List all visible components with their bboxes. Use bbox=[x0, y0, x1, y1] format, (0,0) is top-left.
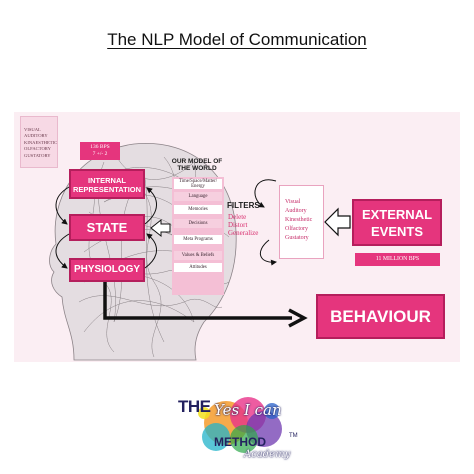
filters-title: FILTERS bbox=[227, 201, 260, 210]
loop-arrow-left bbox=[55, 186, 70, 225]
model-title-line1: OUR MODEL OF bbox=[171, 158, 223, 165]
external-events-line2: EVENTS bbox=[370, 224, 423, 239]
modalities-list: VISUAL AUDITORY KINAESTHETIC OLFACTORY G… bbox=[20, 116, 58, 168]
logo-trademark: TM bbox=[289, 433, 298, 439]
filter-loop-arrow bbox=[254, 179, 277, 208]
filter-loop-arrow bbox=[259, 239, 277, 266]
external-events-block: EXTERNAL EVENTS bbox=[352, 199, 442, 246]
state-block: STATE bbox=[69, 214, 145, 241]
filter-delete: Delete bbox=[228, 213, 247, 221]
model-item-line: Energy bbox=[191, 184, 205, 189]
model-item-line: Time/Space/Matter/ bbox=[178, 179, 218, 184]
senses-box: Visual Auditory Kinesthetic Olfactory Gu… bbox=[279, 185, 324, 259]
modality-item: GUSTATORY bbox=[24, 152, 51, 158]
sense-item: Visual bbox=[285, 199, 301, 205]
bps-chunks: 7 +/- 2 bbox=[92, 151, 108, 157]
sense-item: Kinesthetic bbox=[285, 217, 313, 223]
behaviour-arrow bbox=[103, 282, 292, 320]
behaviour-block: BEHAVIOUR bbox=[316, 294, 445, 339]
diagram-panel: VISUAL AUDITORY KINAESTHETIC OLFACTORY G… bbox=[14, 112, 460, 362]
modality-item: KINAESTHETIC bbox=[24, 139, 58, 145]
loop-arrow-left bbox=[55, 233, 70, 269]
logo-word-academy: Academy bbox=[244, 449, 291, 460]
filter-generalize: Generalize bbox=[228, 229, 259, 237]
external-events-rate: 11 MILLION BPS bbox=[355, 253, 440, 266]
academy-logo: THE Yes I can METHOD TM Academy bbox=[168, 393, 308, 465]
sense-item: Auditory bbox=[285, 208, 307, 214]
internal-representation-block: INTERNAL REPRESENTATION bbox=[69, 169, 145, 199]
behaviour-arrowhead bbox=[288, 308, 308, 328]
ir-line2: REPRESENTATION bbox=[72, 185, 142, 194]
sense-item: Olfactory bbox=[285, 226, 308, 232]
diagram-arrows bbox=[55, 179, 351, 328]
bps-box: 136 BPS 7 +/- 2 bbox=[80, 142, 120, 160]
physiology-block: PHYSIOLOGY bbox=[69, 258, 145, 282]
model-of-world-box: Time/Space/Matter/ Energy Language Memor… bbox=[172, 177, 224, 295]
model-item-decisions: Decisions bbox=[174, 219, 222, 228]
loop-arrow-right bbox=[144, 187, 157, 225]
modality-item: AUDITORY bbox=[24, 133, 48, 139]
modality-item: OLFACTORY bbox=[24, 146, 51, 152]
model-item-memories: Memories bbox=[174, 205, 222, 214]
logo-word-method: METHOD bbox=[214, 435, 266, 449]
ir-line1: INTERNAL bbox=[88, 176, 126, 185]
model-item-attitudes: Attitudes bbox=[174, 263, 222, 272]
sense-item: Gustatory bbox=[285, 235, 309, 241]
logo-word-script: Yes I can bbox=[214, 401, 282, 419]
model-item-values-beliefs: Values & Beliefs bbox=[174, 251, 222, 260]
page-title: The NLP Model of Communication bbox=[107, 30, 367, 49]
paint-splash-icon bbox=[198, 397, 282, 453]
hollow-arrow-to-state bbox=[150, 218, 171, 238]
logo-word-the: THE bbox=[178, 397, 211, 416]
model-item-time-space: Time/Space/Matter/ Energy bbox=[174, 179, 222, 189]
filter-distort: Distort bbox=[228, 221, 248, 229]
model-item-meta-programs: Meta Programs bbox=[174, 235, 222, 244]
model-item-language: Language bbox=[174, 192, 222, 201]
modality-item: VISUAL bbox=[24, 127, 41, 132]
hollow-arrow-to-senses bbox=[324, 207, 351, 237]
bps-rate: 136 BPS bbox=[90, 144, 110, 150]
model-title-line2: THE WORLD bbox=[177, 165, 217, 172]
external-events-line1: EXTERNAL bbox=[361, 207, 433, 222]
model-of-world-title: OUR MODEL OF THE WORLD bbox=[167, 158, 227, 172]
loop-arrow-right bbox=[144, 233, 157, 269]
